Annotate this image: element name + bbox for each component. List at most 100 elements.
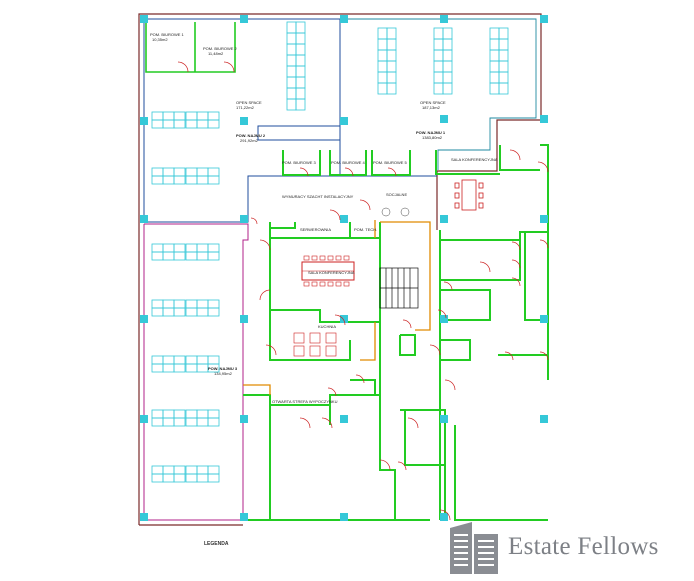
desk bbox=[151, 465, 164, 475]
desk bbox=[173, 243, 186, 253]
desk bbox=[151, 167, 164, 177]
label-office2: POM. BIUROWE 2 bbox=[203, 46, 238, 51]
desk bbox=[173, 167, 186, 177]
desk bbox=[185, 175, 198, 185]
desk bbox=[377, 38, 388, 51]
desk bbox=[377, 71, 388, 84]
desk bbox=[377, 49, 388, 62]
legend-title: LEGENDA bbox=[204, 541, 229, 547]
desk bbox=[442, 38, 453, 51]
desk bbox=[173, 175, 186, 185]
desk bbox=[162, 299, 175, 309]
desk bbox=[442, 82, 453, 95]
desk bbox=[433, 71, 444, 84]
desk bbox=[295, 54, 306, 67]
desk bbox=[196, 307, 209, 317]
structural-columns bbox=[140, 15, 548, 521]
desk bbox=[185, 243, 198, 253]
desk bbox=[207, 175, 220, 185]
desk bbox=[196, 465, 209, 475]
desk bbox=[433, 27, 444, 40]
desk bbox=[162, 251, 175, 261]
label-toilets: SOCJALNE bbox=[386, 192, 407, 197]
desk bbox=[295, 98, 306, 111]
desk bbox=[196, 175, 209, 185]
desk bbox=[442, 71, 453, 84]
desk bbox=[207, 167, 220, 177]
desk bbox=[498, 49, 509, 62]
desk bbox=[173, 355, 186, 365]
desk bbox=[207, 299, 220, 309]
label-rent-room-3-area: 134,95m2 bbox=[214, 371, 233, 376]
desk bbox=[442, 27, 453, 40]
label-conference-room: SALA KONFERENCYJNA bbox=[451, 157, 498, 162]
desk bbox=[173, 409, 186, 419]
label-rent-room-1: POW. NAJMU 1 bbox=[416, 130, 446, 135]
desk bbox=[151, 251, 164, 261]
desk bbox=[489, 38, 500, 51]
desk bbox=[489, 82, 500, 95]
desk bbox=[286, 54, 297, 67]
desk bbox=[207, 307, 220, 317]
desk bbox=[207, 355, 220, 365]
desk bbox=[295, 87, 306, 100]
desk bbox=[295, 21, 306, 34]
desk bbox=[286, 98, 297, 111]
desk bbox=[162, 409, 175, 419]
green-walls bbox=[243, 144, 549, 521]
desk bbox=[173, 251, 186, 261]
staircase bbox=[379, 267, 419, 309]
desk bbox=[185, 119, 198, 129]
desk bbox=[377, 60, 388, 73]
label-conference-big: SALA KONFERENCYJNA bbox=[308, 270, 355, 275]
label-rent-room-3: POW. NAJMU 3 bbox=[208, 366, 238, 371]
label-reception: OTWARTA STREFA WYPOCZYNKU bbox=[272, 399, 338, 404]
desk bbox=[185, 251, 198, 261]
label-office2-area: 11,48m2 bbox=[208, 51, 224, 56]
desk bbox=[185, 355, 198, 365]
desk bbox=[185, 167, 198, 177]
desk-clusters bbox=[151, 21, 509, 483]
door-swings bbox=[177, 61, 549, 521]
desk bbox=[489, 71, 500, 84]
desk bbox=[295, 32, 306, 45]
desk bbox=[162, 473, 175, 483]
desk bbox=[286, 65, 297, 78]
desk bbox=[173, 363, 186, 373]
label-office4: POM. BIUROWE 4 bbox=[331, 160, 366, 165]
desk bbox=[386, 49, 397, 62]
desk bbox=[151, 111, 164, 121]
label-server-room: SERWEROWNIA bbox=[300, 227, 331, 232]
desk bbox=[207, 465, 220, 475]
desk bbox=[433, 38, 444, 51]
desk bbox=[295, 43, 306, 56]
desk bbox=[185, 307, 198, 317]
desk bbox=[295, 65, 306, 78]
desk bbox=[196, 243, 209, 253]
orange-walls bbox=[243, 220, 431, 395]
desk bbox=[207, 251, 220, 261]
desk bbox=[162, 175, 175, 185]
label-open-space-right-area: 187,13m2 bbox=[422, 105, 441, 110]
desk bbox=[207, 119, 220, 129]
desk bbox=[196, 355, 209, 365]
brand-name: Estate Fellows bbox=[508, 533, 659, 560]
desk bbox=[151, 363, 164, 373]
desk bbox=[196, 363, 209, 373]
outer-walls bbox=[138, 13, 542, 526]
label-office1: POM. BIUROWE 1 bbox=[150, 32, 185, 37]
desk bbox=[196, 299, 209, 309]
desk bbox=[185, 111, 198, 121]
label-rent-room-1-area: 1383,80m2 bbox=[422, 135, 443, 140]
desk bbox=[185, 299, 198, 309]
desk bbox=[185, 417, 198, 427]
desk bbox=[207, 243, 220, 253]
desk bbox=[173, 299, 186, 309]
kitchen-tables bbox=[293, 332, 337, 357]
conference-table bbox=[301, 261, 355, 281]
desk bbox=[489, 60, 500, 73]
label-shaft: WYMURACY SZACHT INSTALACYJNY bbox=[282, 194, 354, 199]
desk bbox=[162, 307, 175, 317]
desk bbox=[286, 43, 297, 56]
desk bbox=[377, 82, 388, 95]
